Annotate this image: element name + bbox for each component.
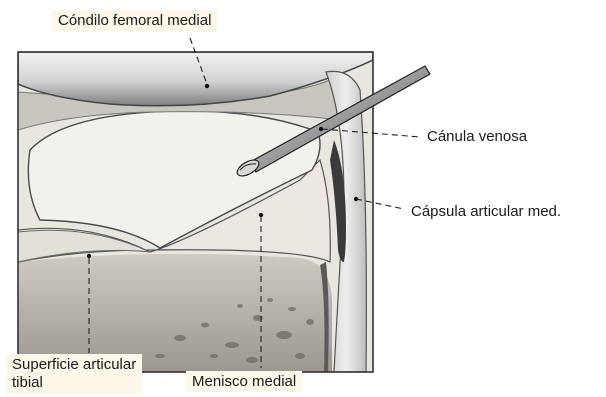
label-superficie-line1: Superficie articular: [12, 356, 136, 374]
label-superficie-line2: tibial: [12, 374, 136, 392]
label-canula-venosa: Cánula venosa: [427, 128, 527, 145]
label-capsula-articular: Cápsula articular med.: [411, 203, 561, 220]
label-superficie-articular-tibial: Superficie articular tibial: [6, 354, 142, 394]
label-condilo-femoral-medial: Cóndilo femoral medial: [52, 10, 217, 31]
label-menisco-medial: Menisco medial: [186, 371, 302, 392]
